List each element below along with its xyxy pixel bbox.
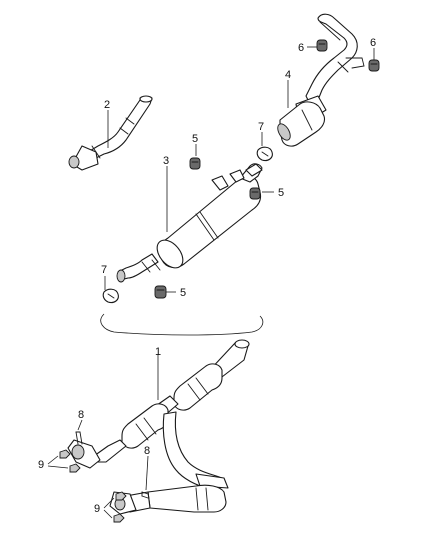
callout-7-upper: 7 [258, 121, 264, 133]
nut-part-9-upper-b [69, 463, 81, 473]
callout-5-lower: 5 [180, 287, 186, 299]
isolator-part-5-lower [154, 285, 167, 299]
callout-3: 3 [163, 155, 169, 167]
muffler-part-3 [116, 163, 263, 283]
isolator-part-6-right [368, 59, 380, 72]
isolator-part-6-left [316, 39, 328, 52]
connection-arc [100, 313, 264, 336]
callout-2: 2 [104, 99, 110, 111]
leader-lines [47, 46, 375, 519]
stud-part-8-upper [75, 431, 83, 445]
isolator-part-5-middle [249, 187, 261, 200]
callout-7-lower: 7 [101, 264, 107, 276]
callout-8-lower: 8 [144, 445, 150, 457]
callout-9-lower: 9 [94, 503, 100, 515]
stud-part-8-lower [141, 491, 149, 499]
callout-5-upper: 5 [192, 133, 198, 145]
intermediate-pipe-part-2 [68, 95, 153, 171]
callout-5-middle: 5 [278, 187, 284, 199]
callout-8-upper: 8 [78, 409, 84, 421]
clamp-part-7-lower [102, 288, 119, 304]
nut-part-9-upper-a [59, 449, 71, 459]
callout-4: 4 [285, 69, 291, 81]
callout-6-left: 6 [298, 42, 304, 54]
y-pipe-part-1 [67, 339, 250, 515]
isolator-part-5-upper [189, 157, 201, 170]
callout-6-right: 6 [370, 37, 376, 49]
nut-part-9-lower-a [115, 491, 127, 501]
clamp-part-7-upper [256, 146, 273, 162]
nut-part-9-lower-b [113, 513, 125, 523]
tailpipe-part-4 [277, 13, 365, 147]
callout-9-upper: 9 [38, 459, 44, 471]
callout-1: 1 [155, 346, 161, 358]
